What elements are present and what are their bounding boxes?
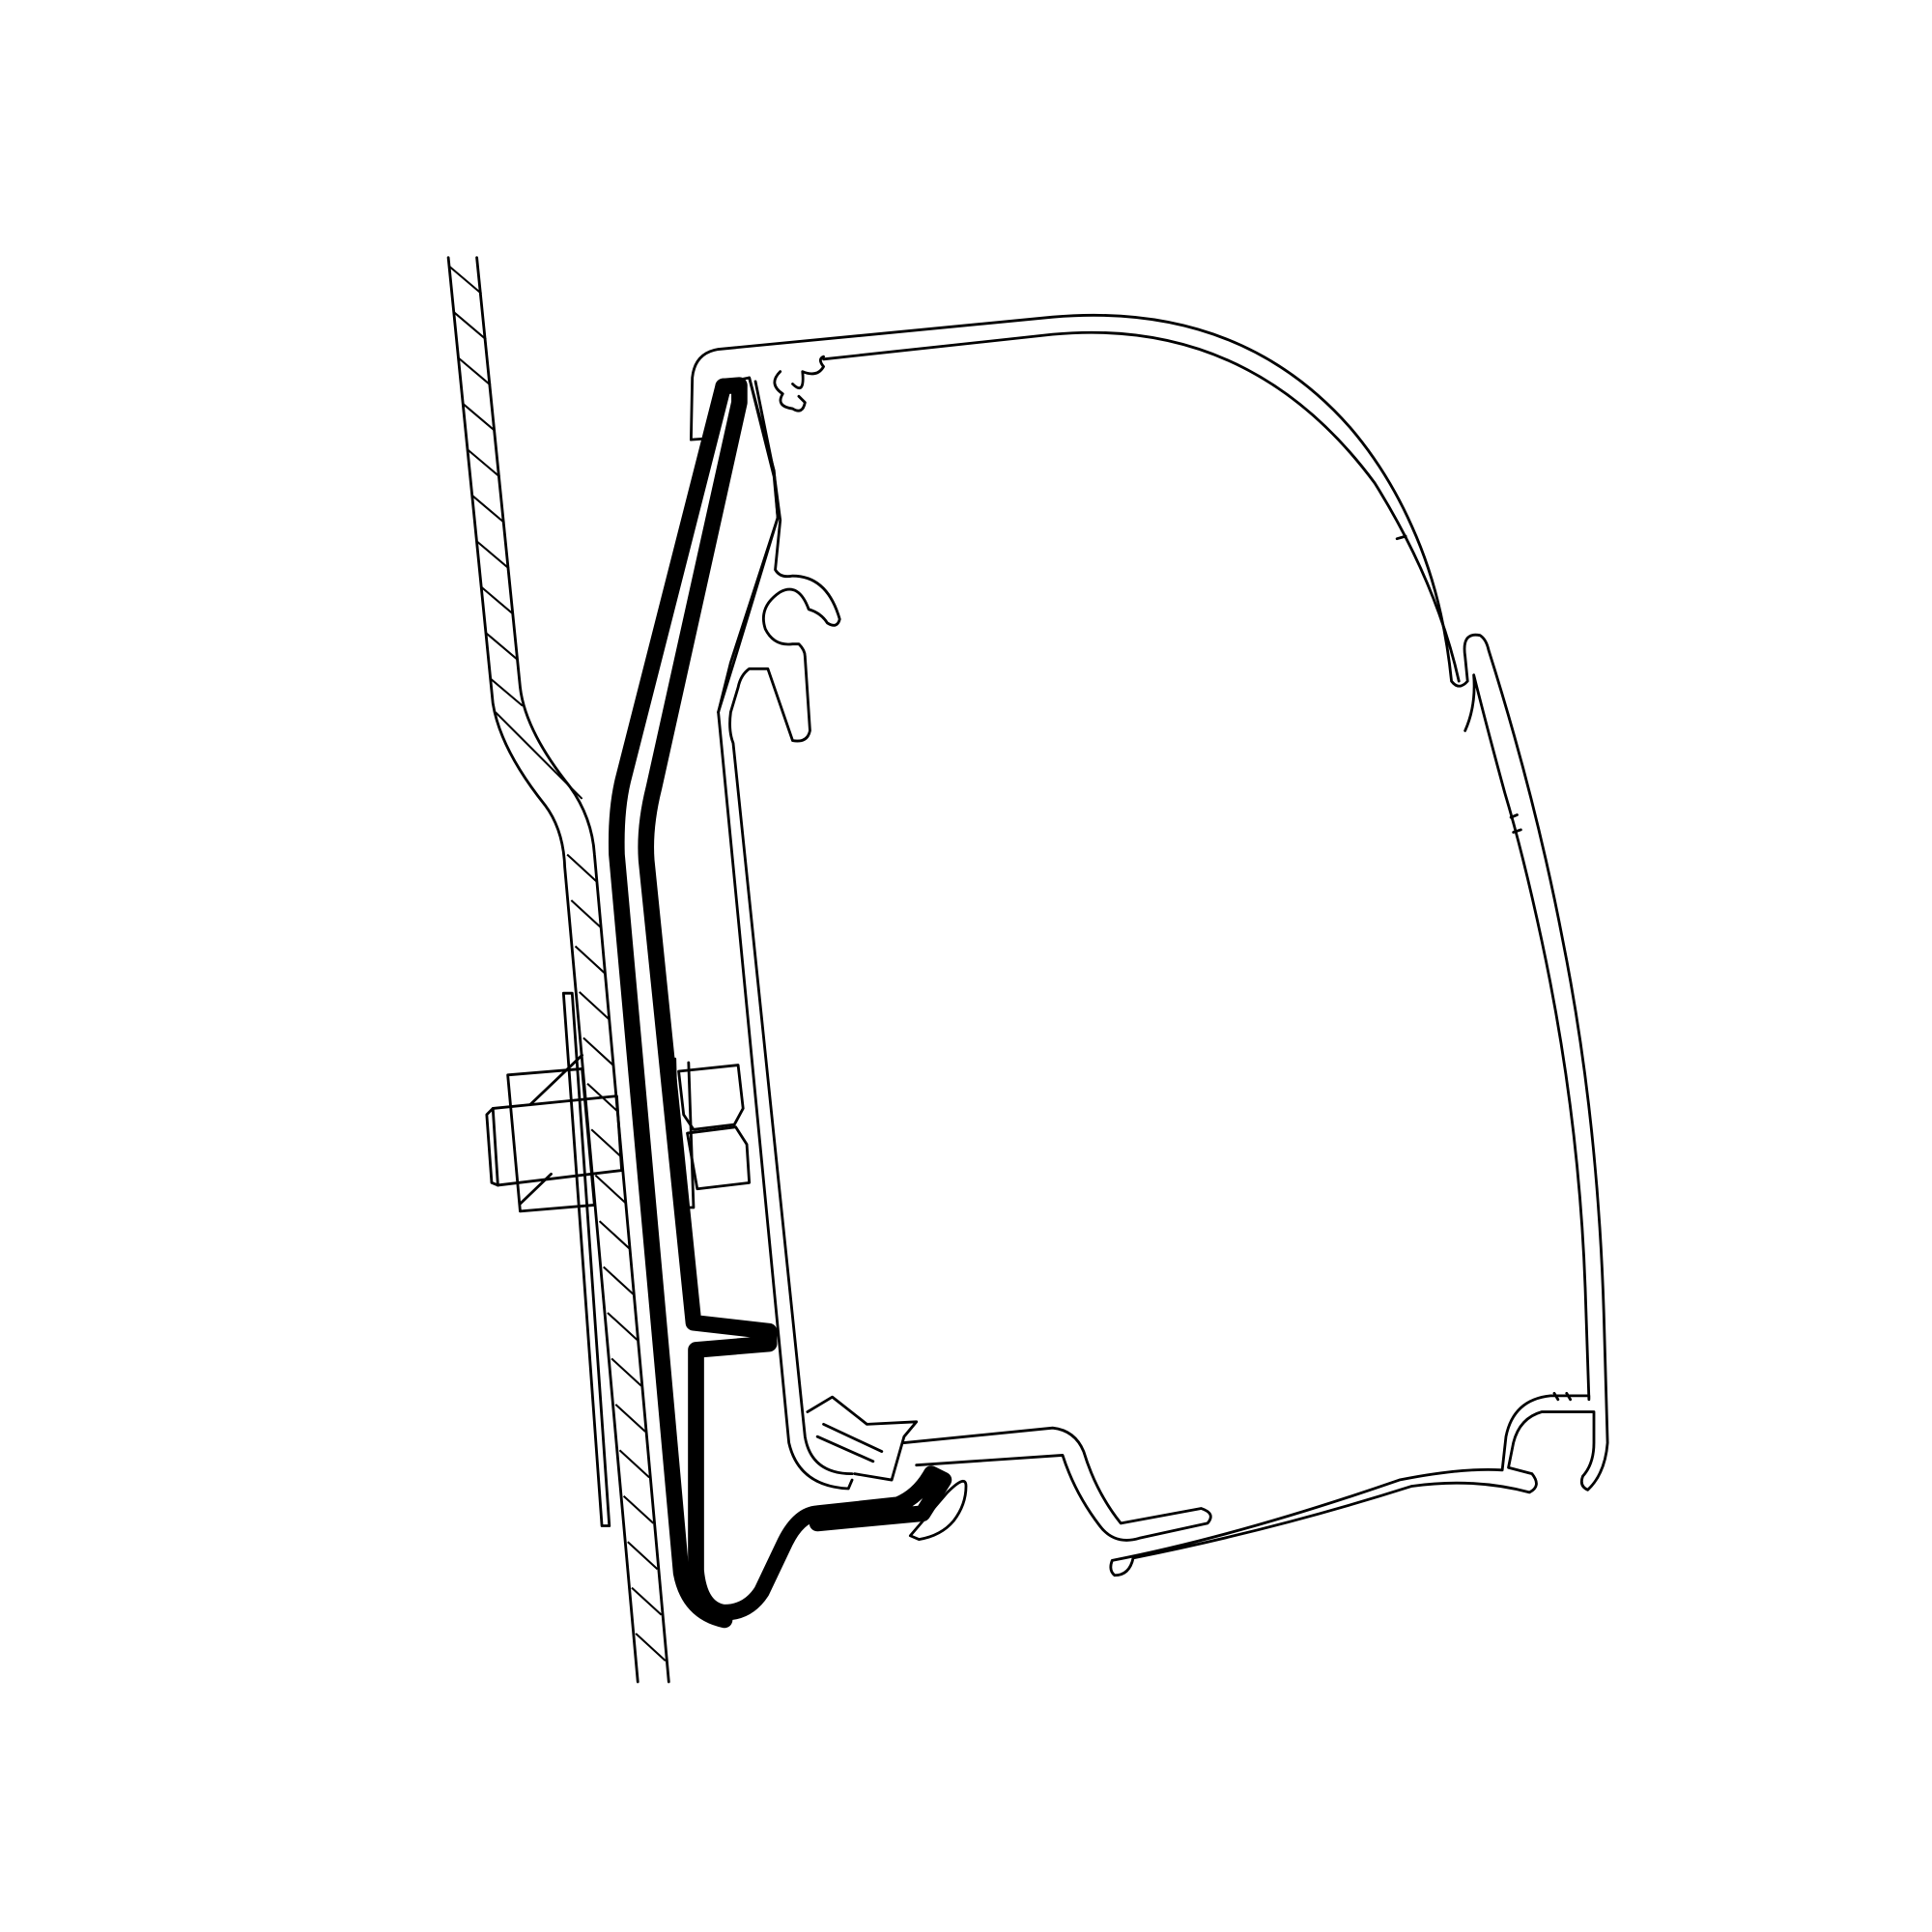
hatch-line bbox=[471, 495, 505, 524]
hatch-line bbox=[480, 585, 515, 615]
hatch-line bbox=[635, 1633, 667, 1662]
hatch-line bbox=[594, 1174, 626, 1204]
awning-casing bbox=[689, 313, 1609, 1577]
hatch-line bbox=[622, 1494, 655, 1524]
hatch-line bbox=[462, 403, 497, 432]
hatch-line bbox=[579, 991, 611, 1020]
hatch-line bbox=[614, 1404, 646, 1433]
hatch-line bbox=[485, 632, 519, 662]
hatch-line bbox=[618, 1449, 650, 1479]
hatch-line bbox=[603, 1265, 635, 1295]
adapter-bracket bbox=[608, 377, 952, 1629]
hatch-line bbox=[566, 853, 598, 883]
hatch-line bbox=[453, 311, 487, 341]
hatch-line bbox=[631, 1586, 663, 1616]
wall-hatching bbox=[448, 265, 667, 1662]
hatch-line bbox=[467, 448, 500, 478]
vehicle-wall bbox=[446, 256, 670, 1684]
hatch-line bbox=[570, 899, 602, 929]
hatch-line bbox=[574, 945, 606, 975]
hatch-line bbox=[611, 1357, 642, 1387]
hatch-line bbox=[475, 540, 510, 570]
hatch-line bbox=[627, 1541, 659, 1571]
hatch-line bbox=[582, 1037, 614, 1066]
hatch-line bbox=[457, 356, 492, 386]
hatch-line bbox=[490, 677, 524, 707]
hatch-line bbox=[598, 1220, 631, 1250]
hatch-line bbox=[590, 1128, 622, 1158]
hatch-line bbox=[607, 1312, 639, 1341]
hatch-line bbox=[448, 265, 482, 295]
hatch-line bbox=[495, 711, 583, 800]
